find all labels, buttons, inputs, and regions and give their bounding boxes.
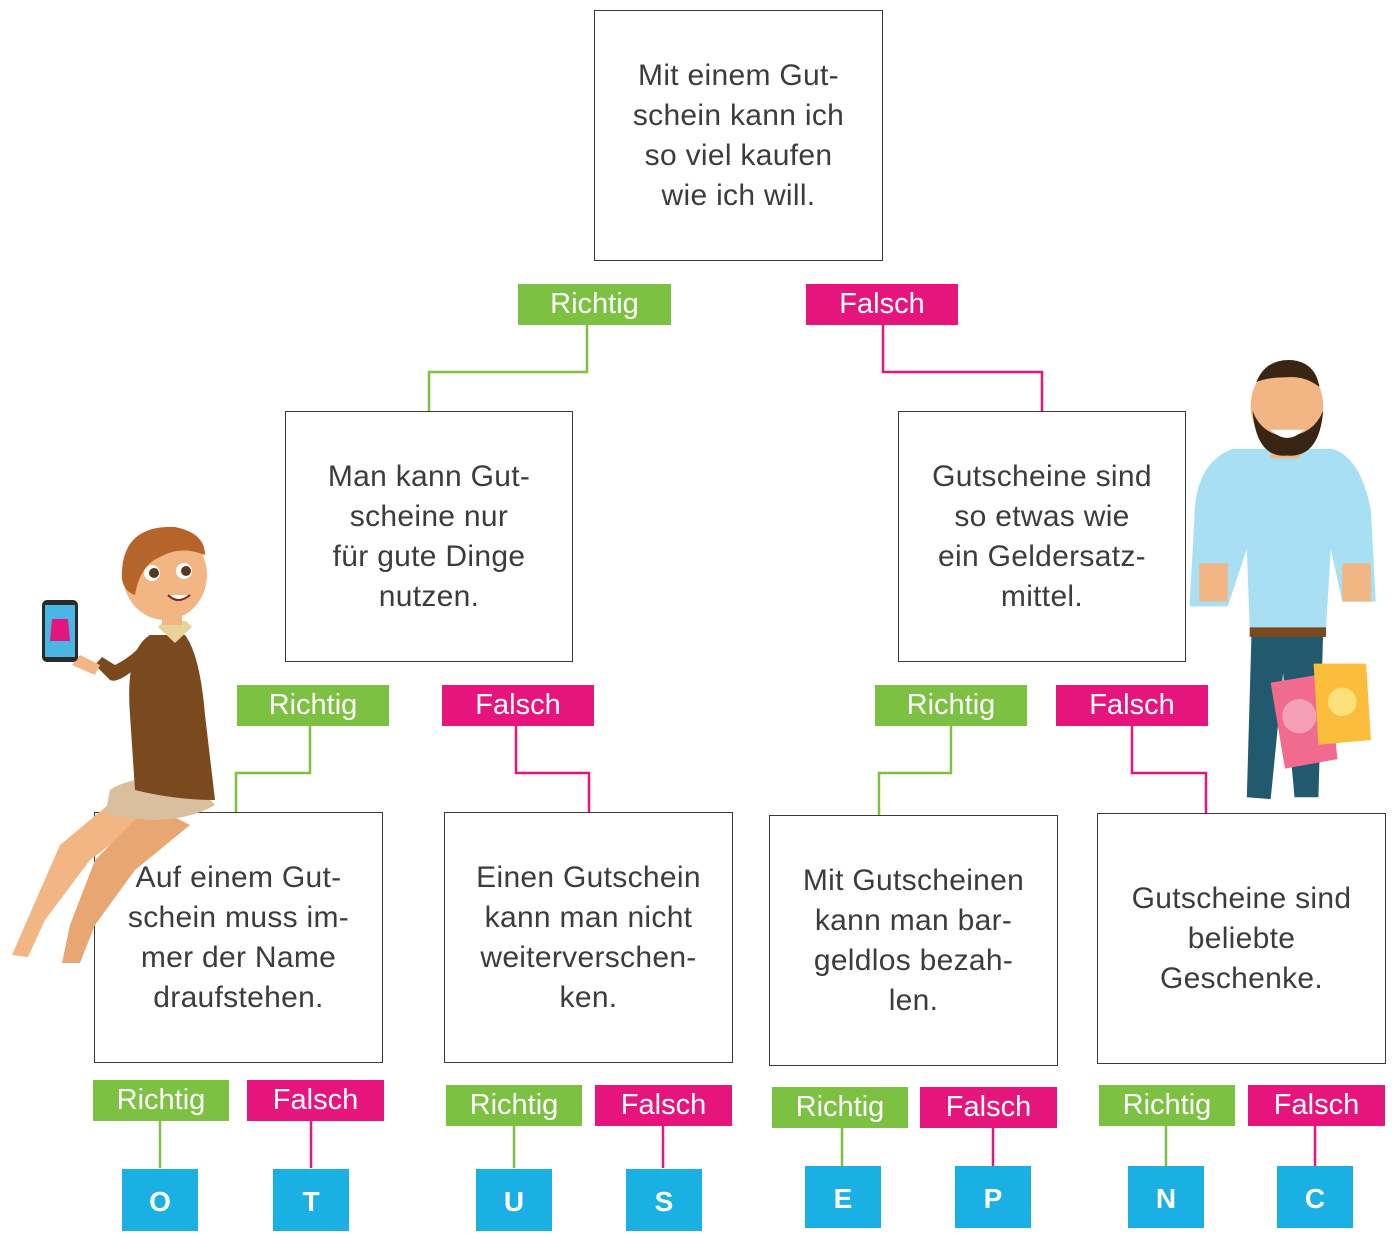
answer-letter: U [476,1169,552,1231]
answer-letter: E [805,1166,881,1228]
connector-falsch [881,325,1044,412]
falsch-label: Falsch [247,1080,384,1121]
statement-box-right-left: Mit Gutscheinen kann man bar- geldlos be… [769,815,1058,1066]
falsch-label: Falsch [920,1087,1057,1128]
statement-box-right-right: Gutscheine sind beliebte Geschenke. [1097,813,1386,1064]
statement-text: Gutscheine sind beliebte Geschenke. [1131,881,1352,995]
richtig-label: Richtig [1099,1085,1235,1126]
falsch-label: Falsch [442,685,594,726]
answer-letter: O [122,1169,198,1231]
connector-richtig [877,726,953,816]
statement-box-left-right: Einen Gutschein kann man nicht weiterver… [444,812,733,1063]
statement-text: Auf einem Gut- schein muss im- mer der N… [127,860,350,1014]
falsch-label: Falsch [1056,685,1208,726]
answer-letter: P [955,1166,1031,1228]
statement-text: Man kann Gut- scheine nur für gute Dinge… [327,459,531,613]
answer-letter: N [1128,1166,1204,1228]
statement-text: Gutscheine sind so etwas wie ein Gelders… [932,459,1152,613]
connector-richtig [234,726,312,813]
connector-richtig [427,325,589,412]
falsch-label: Falsch [595,1085,732,1126]
statement-box-root: Mit einem Gut- schein kann ich so viel k… [594,10,883,261]
richtig-label: Richtig [93,1080,229,1121]
statement-text: Mit einem Gut- schein kann ich so viel k… [632,58,845,212]
statement-box-left-left: Auf einem Gut- schein muss im- mer der N… [94,812,383,1063]
answer-letter: S [626,1169,702,1231]
connector-falsch [1130,726,1208,814]
answer-letter: C [1277,1166,1353,1228]
falsch-label: Falsch [1248,1085,1385,1126]
richtig-label: Richtig [446,1085,582,1126]
statement-box-left: Man kann Gut- scheine nur für gute Dinge… [285,411,573,662]
richtig-label: Richtig [237,685,389,726]
statement-box-right: Gutscheine sind so etwas wie ein Gelders… [898,411,1186,662]
connector-falsch [514,726,591,813]
richtig-label: Richtig [518,284,671,325]
richtig-label: Richtig [772,1087,908,1128]
richtig-label: Richtig [875,685,1027,726]
woman-with-phone-illustration [12,526,215,963]
statement-text: Mit Gutscheinen kann man bar- geldlos be… [802,863,1025,1017]
statement-text: Einen Gutschein kann man nicht weiterver… [476,860,701,1014]
man-with-shopping-bags-illustration [1189,359,1376,800]
falsch-label: Falsch [806,284,958,325]
answer-letter: T [273,1169,349,1231]
